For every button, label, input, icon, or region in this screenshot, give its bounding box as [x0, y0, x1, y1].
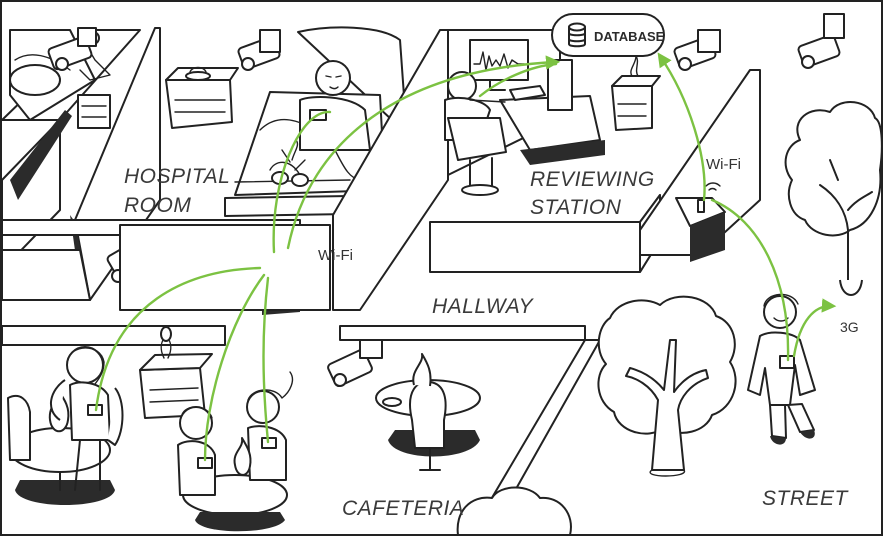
- camera-corner-right: [797, 13, 845, 69]
- hallway-label: HALLWAY: [432, 295, 535, 318]
- cafeteria-label: CAFETERIA: [342, 497, 464, 520]
- reviewing-station-label-line2: STATION: [530, 196, 622, 219]
- link-pedestrian-to-3g: [792, 298, 837, 358]
- link-router-to-man: [203, 273, 266, 462]
- database-node: DATABASE: [551, 13, 665, 57]
- link-router-to-woman-ponytail: [262, 276, 270, 444]
- link-wifi-station-to-pedestrian: [710, 198, 790, 362]
- link-router-to-database: [286, 55, 561, 250]
- link-patient-to-router: [272, 110, 332, 254]
- pedestrian: [747, 293, 816, 445]
- link-router-to-woman: [94, 266, 262, 412]
- camera-hospital-room: [237, 29, 281, 71]
- wifi-hallway-label: Wi-Fi: [318, 247, 353, 264]
- hospital-bed: [224, 26, 406, 217]
- camera-hospital-room-left: [47, 27, 97, 71]
- wifi-station-label: Wi-Fi: [706, 156, 741, 173]
- link-station-to-database: [478, 62, 558, 98]
- tree-bottom: [456, 486, 572, 536]
- camera-cafeteria: [327, 333, 383, 388]
- link-database-to-wifi-station: [657, 52, 706, 202]
- woman-cafeteria: [50, 346, 124, 491]
- cellular-label: 3G: [840, 319, 859, 335]
- reviewing-station-label-line1: REVIEWING: [530, 168, 655, 191]
- database-icon: [568, 22, 586, 48]
- cafeteria: [1, 325, 601, 536]
- network-links: [94, 52, 837, 462]
- tree-street-center: [597, 295, 737, 477]
- woman-ponytail-cafeteria: [246, 371, 294, 481]
- camera-reviewing-station: [673, 29, 721, 71]
- tree-top-right: [784, 100, 883, 296]
- computer-tower: [547, 59, 573, 111]
- database-label: DATABASE: [594, 29, 665, 44]
- street: [456, 100, 883, 536]
- street-label: STREET: [762, 487, 850, 510]
- patient-head: [315, 60, 351, 96]
- man-cafeteria: [177, 406, 216, 496]
- hospital-room: [1, 26, 449, 311]
- reviewing-station: [429, 29, 761, 273]
- wifi-router-station: [675, 182, 726, 262]
- hospital-room-label-line2: ROOM: [124, 194, 191, 217]
- hospital-room-label-line1: HOSPITAL: [124, 165, 230, 188]
- monitor: [469, 39, 529, 91]
